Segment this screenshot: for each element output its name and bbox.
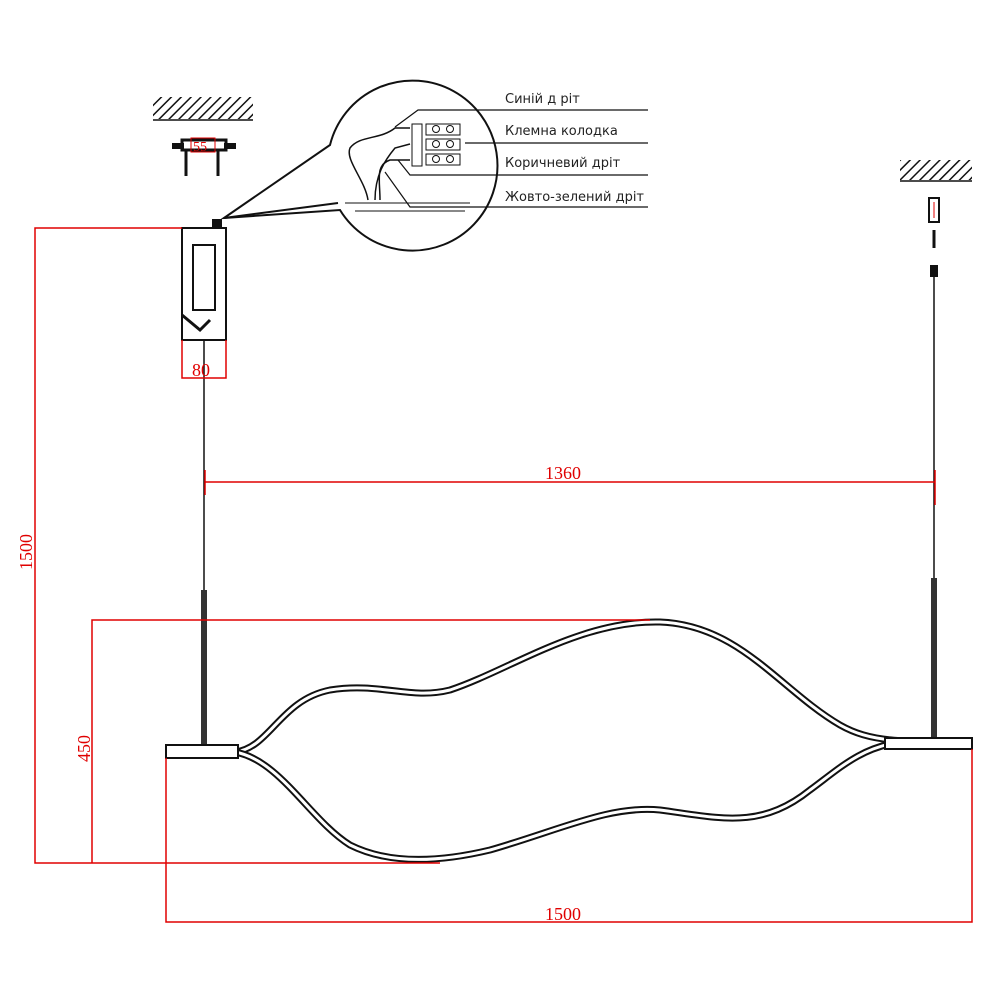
terminal-block-label: Клемна колодка	[505, 124, 618, 139]
blue-wire-label: Синій д ріт	[505, 92, 580, 107]
total-height-label: 1500	[16, 534, 36, 570]
body-length-label: 1500	[545, 904, 581, 924]
body-height-label: 450	[74, 735, 94, 762]
suspension-spacing-label: 1360	[545, 463, 581, 483]
ground-wire-label: Жовто-зелений дріт	[505, 190, 644, 205]
canopy	[181, 219, 227, 745]
mounting-bracket: 55	[172, 137, 236, 176]
dimension-lines	[34, 227, 973, 923]
ceiling-left	[153, 97, 253, 121]
canopy-width-label: 80	[192, 360, 210, 380]
wiring-detail-bubble: Синій д ріт Клемна колодка Коричневий др…	[220, 79, 648, 252]
ceiling-right	[900, 160, 972, 740]
bracket-width-label: 55	[193, 140, 207, 155]
terminal-block-icon	[411, 123, 461, 167]
brown-wire-label: Коричневий дріт	[505, 156, 621, 171]
lamp-body	[165, 618, 973, 863]
